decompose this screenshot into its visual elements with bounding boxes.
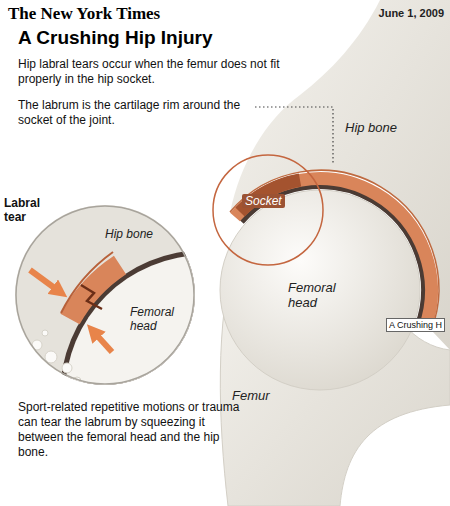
inset-circle: Hip boneFemoral head <box>15 205 195 385</box>
label-holder: The New York Times <box>8 4 160 24</box>
femoral-head <box>220 190 420 390</box>
zoom-circle: Socket <box>212 154 324 266</box>
label-holder: June 1, 2009 <box>340 7 444 19</box>
part-name: Hip bone <box>345 120 397 135</box>
title: A Crushing Hip Injury <box>18 27 213 49</box>
inset-labrum <box>70 265 120 319</box>
label-holder: The labrum is the cartilage rim around t… <box>18 98 250 128</box>
label-holder: Labral tear <box>4 196 50 224</box>
inset-labrum-edge <box>61 252 113 313</box>
callout-label: Labral tear <box>4 196 50 224</box>
label-holder: Femoral head <box>288 280 350 310</box>
date-line: June 1, 2009 <box>340 7 444 19</box>
labrum-shade <box>240 180 300 212</box>
part-name: Femoral head <box>288 280 350 310</box>
node-text: Socket <box>242 194 285 208</box>
inset-illustration <box>15 205 350 506</box>
node-text: Femoral head <box>130 305 180 333</box>
label-holder: Hip bone <box>345 120 397 135</box>
inset-joint-gap <box>60 250 350 506</box>
label-holder: A Crushing H <box>386 318 445 332</box>
text-holder: Socket <box>242 194 285 208</box>
tear-mark <box>81 285 102 309</box>
tooltip-fragment: A Crushing H <box>386 318 445 332</box>
bone-texture <box>31 330 81 385</box>
labrum-edge <box>230 170 439 331</box>
label-holder: Hip labral tears occur when the femur do… <box>18 57 318 87</box>
labrum <box>235 179 431 328</box>
text-holder: Hip bone <box>105 227 153 241</box>
circle-outline <box>212 154 324 266</box>
circle-outline <box>16 206 194 384</box>
label-holder: Sport-related repetitive motions or trau… <box>18 400 246 460</box>
text-holder: Femoral head <box>130 305 180 333</box>
title-holder: A Crushing Hip Injury <box>18 27 213 49</box>
circle-outline <box>213 155 323 265</box>
intro-note: Hip labral tears occur when the femur do… <box>18 57 318 87</box>
force-arrow <box>30 270 60 292</box>
masthead: The New York Times <box>8 4 160 24</box>
cause-note: Sport-related repetitive motions or trau… <box>18 400 246 460</box>
node-text: Hip bone <box>105 227 153 241</box>
force-arrow <box>93 331 112 352</box>
leader-line <box>255 107 333 165</box>
labrum-note: The labrum is the cartilage rim around t… <box>18 98 250 128</box>
